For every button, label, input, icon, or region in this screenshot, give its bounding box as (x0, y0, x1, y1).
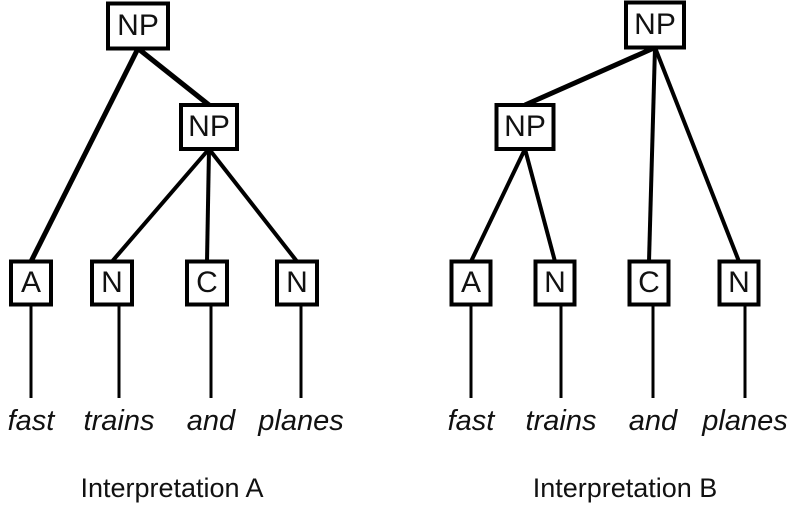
tree-node-a-pos-a: A (9, 259, 53, 307)
node-box-b-np-inner (494, 103, 556, 151)
tree-edge-a-np-root-to-a-pos-a (28, 47, 141, 263)
leaf-stems-layer (29, 305, 747, 398)
tree-edge-b-np-inner-to-b-pos-a (469, 148, 527, 263)
tree-edge-a-np-inner-to-a-pos-n1 (110, 147, 211, 263)
node-label-b-pos-c: C (638, 266, 660, 299)
tree-node-b-pos-n1: N (533, 259, 577, 307)
node-label-a-pos-n2: N (286, 266, 308, 299)
tree-node-b-pos-c: C (627, 259, 671, 307)
node-label-b-np-inner: NP (504, 110, 546, 143)
tree-edge-a-np-inner-to-a-pos-c (205, 148, 211, 262)
tree-node-a-pos-n2: N (275, 259, 319, 307)
node-box-a-np-inner (179, 103, 239, 151)
terminal-word-a-word-and: and (187, 405, 236, 437)
tree-edge-b-np-root-to-b-pos-n2 (653, 46, 741, 263)
node-label-a-pos-n1: N (101, 266, 123, 299)
caption-interpretation-b: Interpretation B (533, 473, 718, 503)
tree-node-a-pos-n1: N (90, 259, 134, 307)
terminal-word-b-word-and: and (629, 405, 678, 437)
node-box-a-pos-n2 (275, 259, 319, 307)
nodes-layer: NP NP A N C N NP NP A N C N (9, 0, 761, 307)
tree-edge-a-np-inner-to-a-pos-n2 (207, 147, 299, 263)
captions-layer: Interpretation A Interpretation B (80, 473, 717, 503)
node-box-b-pos-a (449, 259, 493, 307)
edges-layer (28, 45, 741, 263)
caption-interpretation-a: Interpretation A (80, 473, 263, 503)
tree-edge-b-np-inner-to-b-pos-n1 (523, 148, 557, 263)
node-label-a-pos-c: C (196, 266, 218, 299)
node-label-b-pos-n1: N (544, 266, 566, 299)
tree-edge-a-np-root-to-a-np-inner (136, 46, 211, 107)
node-label-b-np-root: NP (634, 8, 676, 41)
node-label-a-pos-a: A (21, 266, 41, 299)
node-box-a-pos-c (185, 259, 229, 307)
node-box-a-pos-a (9, 259, 53, 307)
terminal-word-b-word-trains: trains (526, 405, 597, 437)
node-box-a-pos-n1 (90, 259, 134, 307)
words-layer: fast trains and planes fast trains and planes (8, 405, 788, 437)
node-label-b-pos-a: A (461, 266, 481, 299)
tree-node-a-np-root: NP (106, 1, 170, 51)
node-label-a-np-root: NP (117, 9, 159, 42)
node-box-a-np-root (106, 1, 170, 51)
tree-node-b-np-root: NP (624, 0, 686, 50)
node-box-b-pos-n1 (533, 259, 577, 307)
tree-node-a-pos-c: C (185, 259, 229, 307)
node-box-b-pos-c (627, 259, 671, 307)
tree-node-b-pos-a: A (449, 259, 493, 307)
terminal-word-a-word-fast: fast (8, 405, 57, 437)
node-label-a-np-inner: NP (188, 110, 230, 143)
terminal-word-a-word-planes: planes (257, 405, 343, 437)
terminal-word-a-word-trains: trains (84, 405, 155, 437)
tree-node-b-pos-n2: N (717, 259, 761, 307)
node-box-b-pos-n2 (717, 259, 761, 307)
node-box-b-np-root (624, 0, 686, 50)
tree-edge-b-np-root-to-b-np-inner (523, 45, 657, 108)
terminal-word-b-word-planes: planes (701, 405, 787, 437)
tree-node-a-np-inner: NP (179, 103, 239, 151)
tree-node-b-np-inner: NP (494, 103, 556, 151)
tree-edge-b-np-root-to-b-pos-c (647, 47, 657, 262)
node-label-b-pos-n2: N (728, 266, 750, 299)
terminal-word-b-word-fast: fast (448, 405, 497, 437)
